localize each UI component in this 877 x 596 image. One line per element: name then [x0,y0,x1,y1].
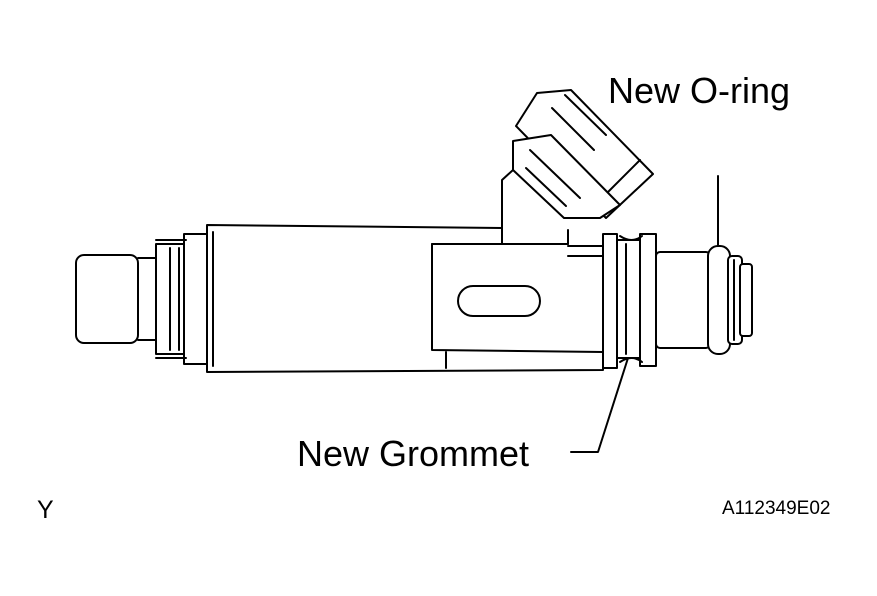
new-oring-label: New O-ring [608,70,791,111]
injector-inlet [75,233,208,365]
body-window [457,285,541,317]
new-grommet-label: New Grommet [297,433,530,474]
corner-mark: Y [37,496,54,524]
o-ring [707,245,731,355]
grommet [602,233,657,369]
figure-code: A112349E02 [722,498,831,519]
grommet-leader-line [570,357,629,453]
injector-connector [501,89,654,229]
injector-body [206,224,604,373]
nozzle-and-oring [655,245,753,355]
